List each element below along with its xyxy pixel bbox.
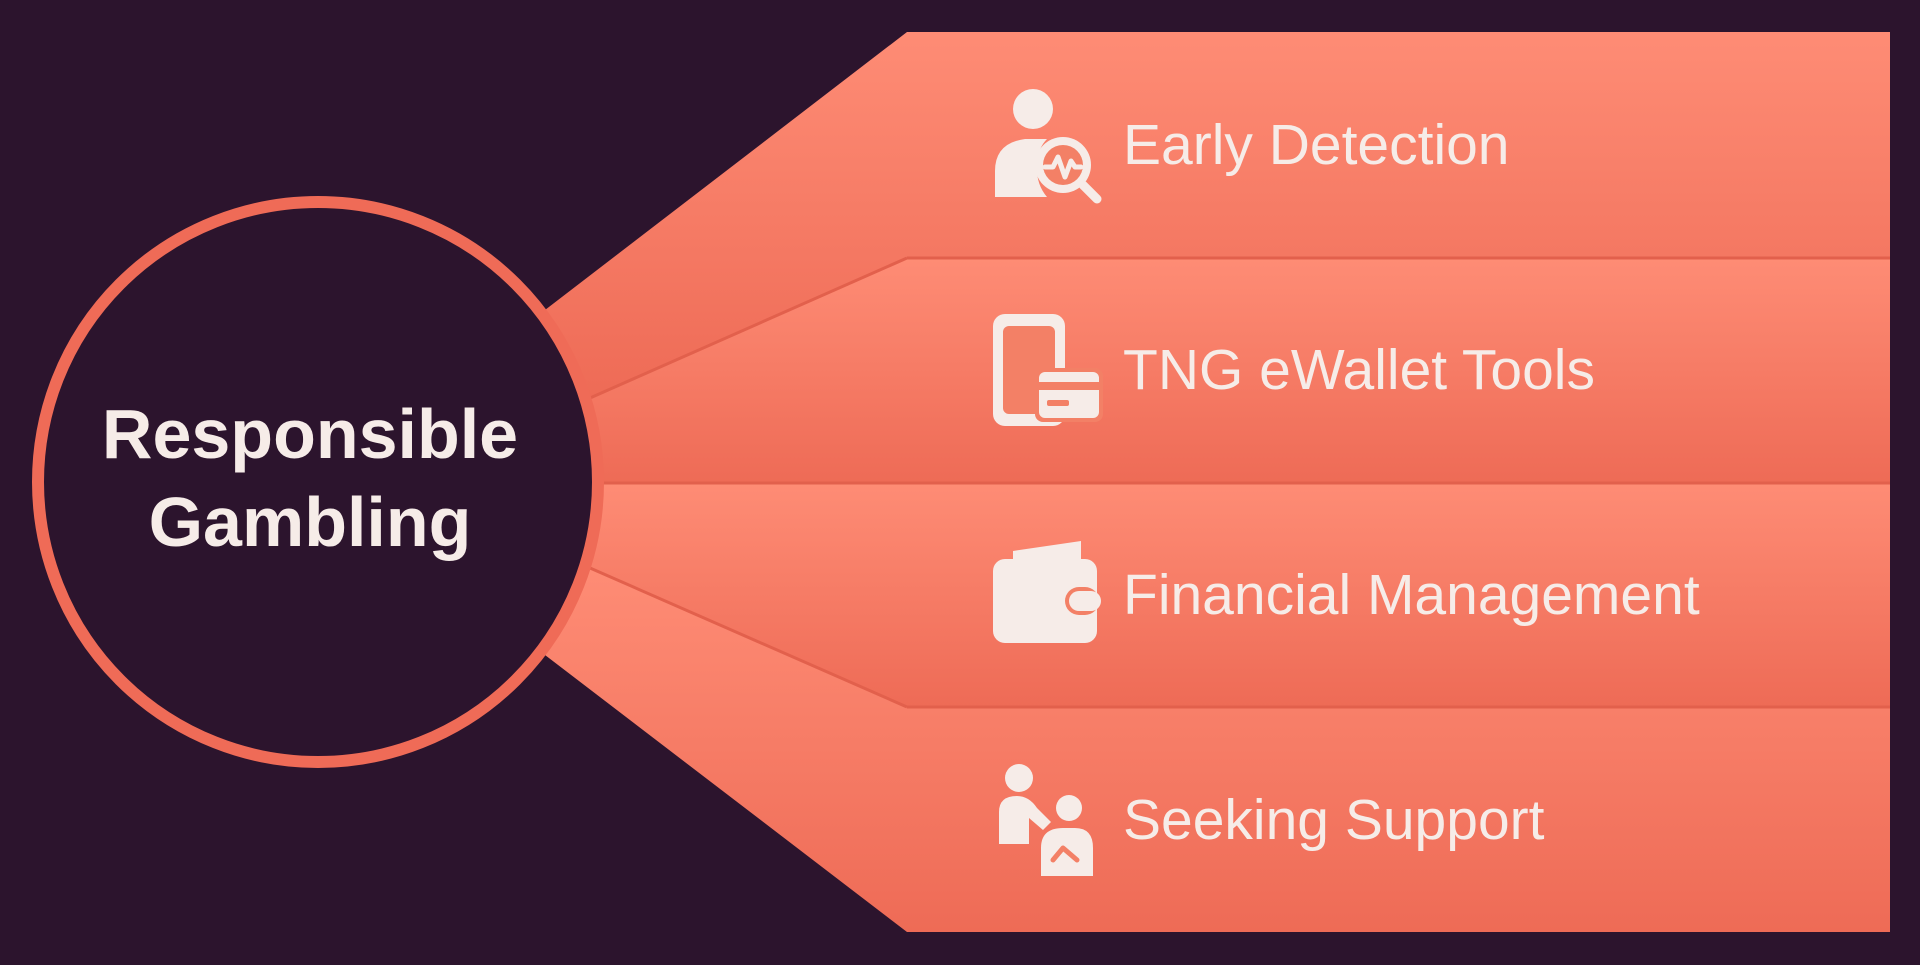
person-search-icon: [985, 85, 1105, 205]
item-seeking-support: Seeking Support: [985, 708, 1885, 932]
phone-card-icon: [985, 310, 1105, 430]
item-label-early-detection: Early Detection: [1123, 113, 1510, 177]
band-early-detection: [545, 32, 1890, 398]
wallet-icon: [985, 535, 1105, 655]
separator-line: [589, 256, 908, 400]
hub-label-line2: Gambling: [148, 483, 472, 561]
band-financial-management: [590, 483, 1890, 707]
band-seeking-support: [545, 568, 1890, 932]
band-tng-ewallet-tools: [590, 258, 1890, 483]
item-financial-management: Financial Management: [985, 483, 1885, 707]
hub-label-line1: Responsible: [101, 395, 519, 473]
people-support-icon: [985, 760, 1105, 880]
item-label-tng-ewallet-tools: TNG eWallet Tools: [1123, 338, 1595, 402]
hub-circle: [32, 196, 604, 768]
separator-line: [589, 566, 908, 709]
item-label-seeking-support: Seeking Support: [1123, 788, 1545, 852]
item-early-detection: Early Detection: [985, 33, 1885, 257]
item-tng-ewallet-tools: TNG eWallet Tools: [985, 258, 1885, 482]
item-label-financial-management: Financial Management: [1123, 563, 1700, 627]
hub-label: Responsible Gambling: [50, 390, 570, 566]
